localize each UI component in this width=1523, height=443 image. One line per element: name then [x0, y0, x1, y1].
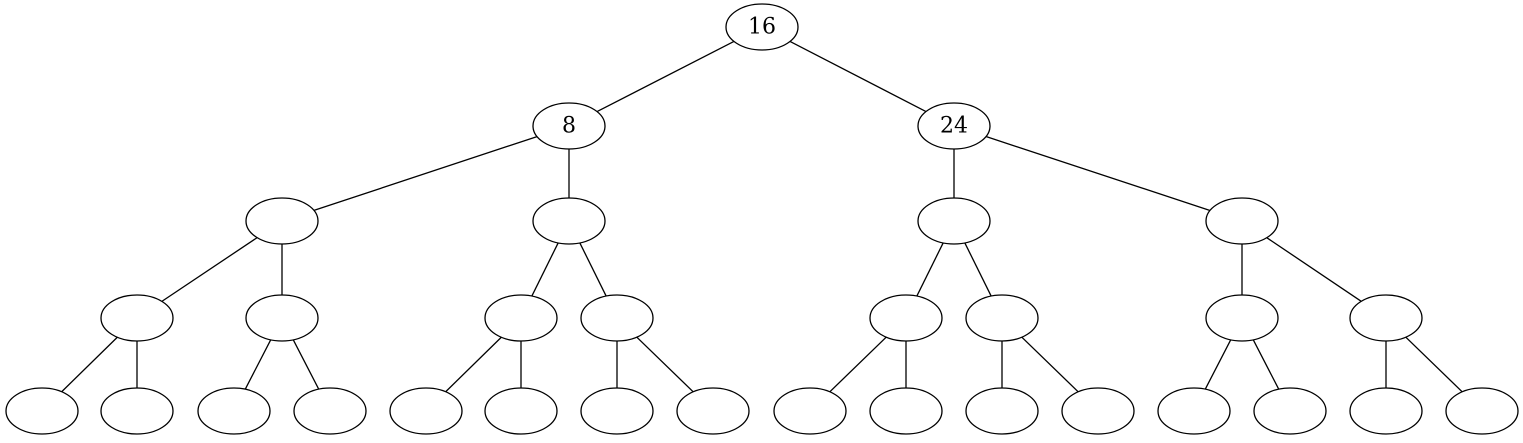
tree-node: [773, 387, 847, 435]
tree-edge-n5-n11: [916, 242, 944, 297]
tree-node: 24: [917, 102, 991, 150]
tree-node-ellipse: [917, 102, 991, 150]
tree-node: [965, 387, 1039, 435]
tree-edge-n11-n23: [829, 336, 887, 393]
tree-node: [580, 387, 654, 435]
tree-node: [197, 387, 271, 435]
tree-node-ellipse: [1205, 197, 1279, 245]
tree-node-ellipse: [484, 294, 558, 342]
tree-node: [245, 197, 319, 245]
tree-node: [100, 387, 174, 435]
tree-node: [580, 294, 654, 342]
tree-node-ellipse: [1349, 387, 1423, 435]
tree-node: [965, 294, 1039, 342]
tree-node: 16: [725, 3, 799, 51]
tree-edge-n10-n22: [636, 336, 694, 393]
tree-edge-n6-n14: [1266, 237, 1362, 302]
tree-node-ellipse: [580, 294, 654, 342]
tree-edge-n5-n12: [964, 242, 992, 297]
tree-edge-n4-n9: [531, 242, 559, 297]
tree-node-ellipse: [917, 197, 991, 245]
tree-edge-n0-n1: [596, 40, 735, 113]
tree-node-label-root: 16: [748, 15, 776, 40]
tree-node-ellipse: [725, 3, 799, 51]
tree-node: [5, 387, 79, 435]
tree-node-ellipse: [869, 387, 943, 435]
tree-edge-n3-n7: [161, 237, 258, 302]
tree-node: [676, 387, 750, 435]
tree-node: [1349, 387, 1423, 435]
tree-node-ellipse: [773, 387, 847, 435]
tree-edge-n8-n18: [292, 339, 320, 390]
tree-node: [917, 197, 991, 245]
tree-node: [484, 387, 558, 435]
tree-node: [1157, 387, 1231, 435]
tree-nodes: 16 8 24: [5, 3, 1519, 435]
tree-node: [1445, 387, 1519, 435]
tree-edge-n13-n28: [1252, 339, 1280, 390]
tree-node-ellipse: [197, 387, 271, 435]
tree-node-ellipse: [245, 197, 319, 245]
tree-node: [389, 387, 463, 435]
tree-edge-n14-n30: [1405, 336, 1463, 393]
tree-edge-n8-n17: [244, 339, 272, 390]
tree-node-ellipse: [293, 387, 367, 435]
tree-node: [1205, 294, 1279, 342]
tree-edge-n4-n10: [579, 242, 607, 297]
tree-node: [869, 387, 943, 435]
tree-edge-n9-n19: [445, 336, 502, 393]
tree-node-ellipse: [580, 387, 654, 435]
tree-node-ellipse: [100, 387, 174, 435]
tree-edge-n1-n3: [313, 135, 538, 212]
tree-edges: [61, 40, 1463, 393]
tree-node: [1205, 197, 1279, 245]
tree-edge-n12-n26: [1021, 336, 1079, 393]
tree-edge-n0-n2: [789, 40, 927, 113]
tree-node-ellipse: [484, 387, 558, 435]
tree-edge-n7-n15: [61, 336, 118, 393]
tree-node: [100, 294, 174, 342]
tree-node-ellipse: [965, 294, 1039, 342]
tree-node-ellipse: [5, 387, 79, 435]
tree-node-label-left: 8: [562, 114, 576, 139]
tree-node-ellipse: [100, 294, 174, 342]
tree-node-ellipse: [532, 102, 606, 150]
tree-node-ellipse: [676, 387, 750, 435]
tree-edge-n2-n6: [985, 135, 1211, 212]
tree-node: [1253, 387, 1327, 435]
tree-node: [484, 294, 558, 342]
tree-node: [869, 294, 943, 342]
tree-edge-n13-n27: [1204, 339, 1232, 390]
tree-node: [1061, 387, 1135, 435]
tree-node-ellipse: [1157, 387, 1231, 435]
tree-node-ellipse: [1445, 387, 1519, 435]
tree-node-ellipse: [1061, 387, 1135, 435]
tree-node-label-right: 24: [940, 114, 968, 139]
tree-node-ellipse: [532, 197, 606, 245]
tree-node: 8: [532, 102, 606, 150]
tree-node: [245, 294, 319, 342]
tree-node-ellipse: [245, 294, 319, 342]
tree-node-ellipse: [1205, 294, 1279, 342]
tree-node: [532, 197, 606, 245]
tree-node-ellipse: [869, 294, 943, 342]
tree-node: [293, 387, 367, 435]
tree-node-ellipse: [965, 387, 1039, 435]
tree-node-ellipse: [389, 387, 463, 435]
tree-node-ellipse: [1349, 294, 1423, 342]
tree-node-ellipse: [1253, 387, 1327, 435]
tree-node: [1349, 294, 1423, 342]
